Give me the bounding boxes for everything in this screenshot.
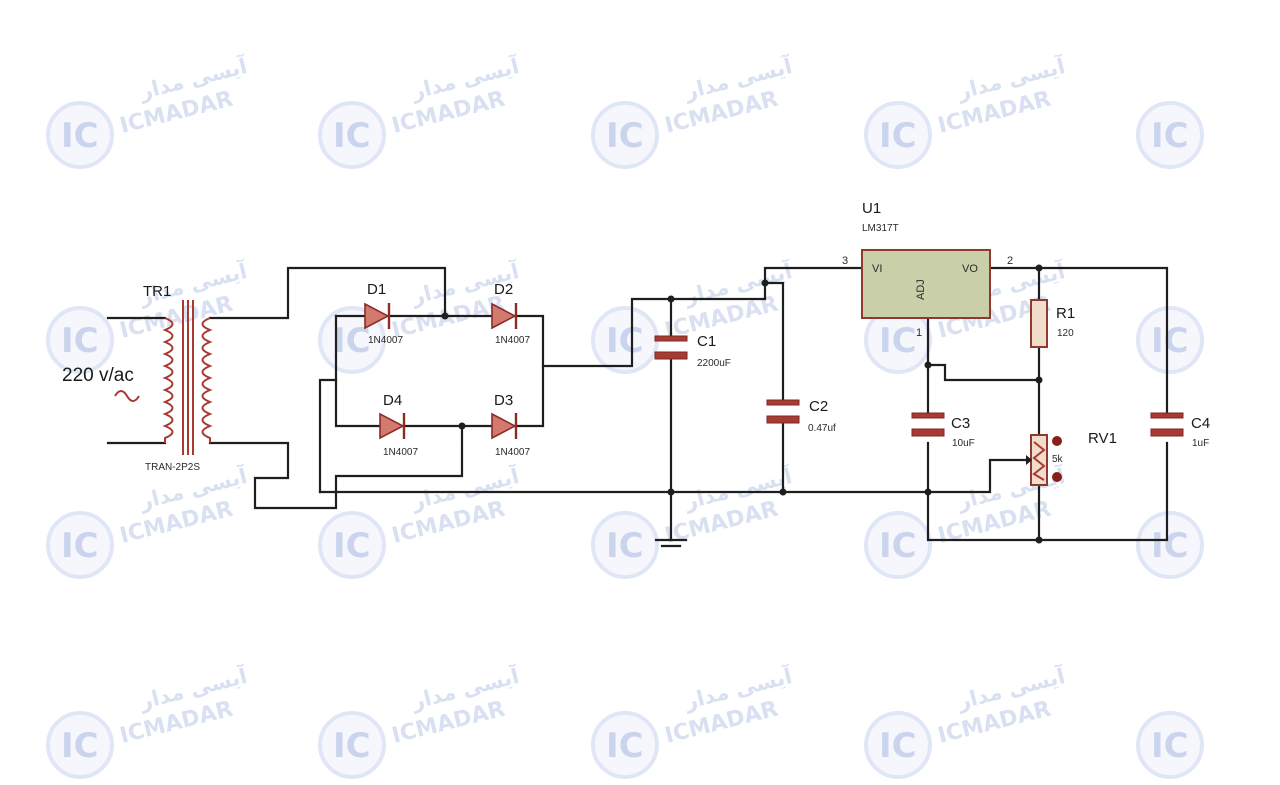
svg-text:IC: IC <box>879 116 917 156</box>
watermark-logo: IC <box>1136 511 1204 579</box>
pot-pin-dot-top <box>1052 436 1062 446</box>
c1-value: 2200uF <box>697 358 731 369</box>
c3-ref: C3 <box>951 415 970 432</box>
svg-text:IC: IC <box>1151 726 1189 766</box>
rv1-value: 5k <box>1052 454 1064 465</box>
u1-pin-vi: VI <box>872 263 882 275</box>
rv1-ref: RV1 <box>1088 430 1117 447</box>
capacitor-c1 <box>654 335 688 360</box>
svg-text:IC: IC <box>61 526 99 566</box>
d1-ref: D1 <box>367 281 386 298</box>
c2-value: 0.47uf <box>808 423 836 434</box>
u1-pin-num-in: 3 <box>842 255 848 267</box>
diode-d1 <box>364 302 391 330</box>
u1-part: LM317T <box>862 223 899 234</box>
transformer-tr1 <box>114 300 213 455</box>
svg-text:IC: IC <box>333 116 371 156</box>
d4-part: 1N4007 <box>383 447 418 458</box>
svg-text:IC: IC <box>879 726 917 766</box>
junctions <box>441 264 1043 544</box>
wires <box>106 266 1169 542</box>
svg-text:IC: IC <box>61 726 99 766</box>
c4-ref: C4 <box>1191 415 1210 432</box>
u1-pin-adj: ADJ <box>915 279 927 300</box>
svg-text:IC: IC <box>606 321 644 361</box>
capacitor-c4 <box>1150 412 1184 437</box>
c2-ref: C2 <box>809 398 828 415</box>
d3-ref: D3 <box>494 392 513 409</box>
svg-text:IC: IC <box>1151 526 1189 566</box>
ground-symbol <box>654 538 688 548</box>
potentiometer-rv1 <box>1026 434 1062 486</box>
svg-text:IC: IC <box>879 526 917 566</box>
diode-d4 <box>379 412 406 440</box>
transformer-part: TRAN-2P2S <box>145 462 200 473</box>
svg-text:IC: IC <box>61 116 99 156</box>
resistor-r1 <box>1030 299 1048 348</box>
d1-part: 1N4007 <box>368 335 403 346</box>
r1-value: 120 <box>1057 328 1074 339</box>
svg-text:IC: IC <box>61 321 99 361</box>
labels: 220 v/ac TR1 TRAN-2P2S D1 1N4007 D2 1N40… <box>62 200 1210 473</box>
watermark-logo: IC <box>1136 306 1204 374</box>
u1-ref: U1 <box>862 200 881 217</box>
c1-ref: C1 <box>697 333 716 350</box>
svg-text:IC: IC <box>333 526 371 566</box>
diode-d2 <box>491 302 518 330</box>
svg-text:IC: IC <box>606 116 644 156</box>
r1-ref: R1 <box>1056 305 1075 322</box>
svg-text:IC: IC <box>333 726 371 766</box>
svg-text:IC: IC <box>1151 116 1189 156</box>
capacitor-c3 <box>911 412 945 437</box>
svg-text:IC: IC <box>1151 321 1189 361</box>
u1-pin-num-out: 2 <box>1007 255 1013 267</box>
d2-part: 1N4007 <box>495 335 530 346</box>
input-label: 220 v/ac <box>62 365 134 386</box>
u1-pin-num-adj: 1 <box>916 327 922 339</box>
ac-sine-icon <box>114 390 140 402</box>
watermark-logo: IC <box>1136 711 1204 779</box>
transformer-ref: TR1 <box>143 283 171 300</box>
d3-part: 1N4007 <box>495 447 530 458</box>
regulator-u1 <box>861 249 991 319</box>
d2-ref: D2 <box>494 281 513 298</box>
c4-value: 1uF <box>1192 438 1209 449</box>
svg-text:IC: IC <box>879 321 917 361</box>
c3-value: 10uF <box>952 438 975 449</box>
diode-d3 <box>491 412 518 440</box>
capacitor-c2 <box>766 399 800 424</box>
d4-ref: D4 <box>383 392 402 409</box>
svg-text:IC: IC <box>606 726 644 766</box>
u1-pin-vo: VO <box>962 263 978 275</box>
pot-pin-dot-bottom <box>1052 472 1062 482</box>
watermark-logo: IC <box>1136 101 1204 169</box>
svg-text:IC: IC <box>606 526 644 566</box>
